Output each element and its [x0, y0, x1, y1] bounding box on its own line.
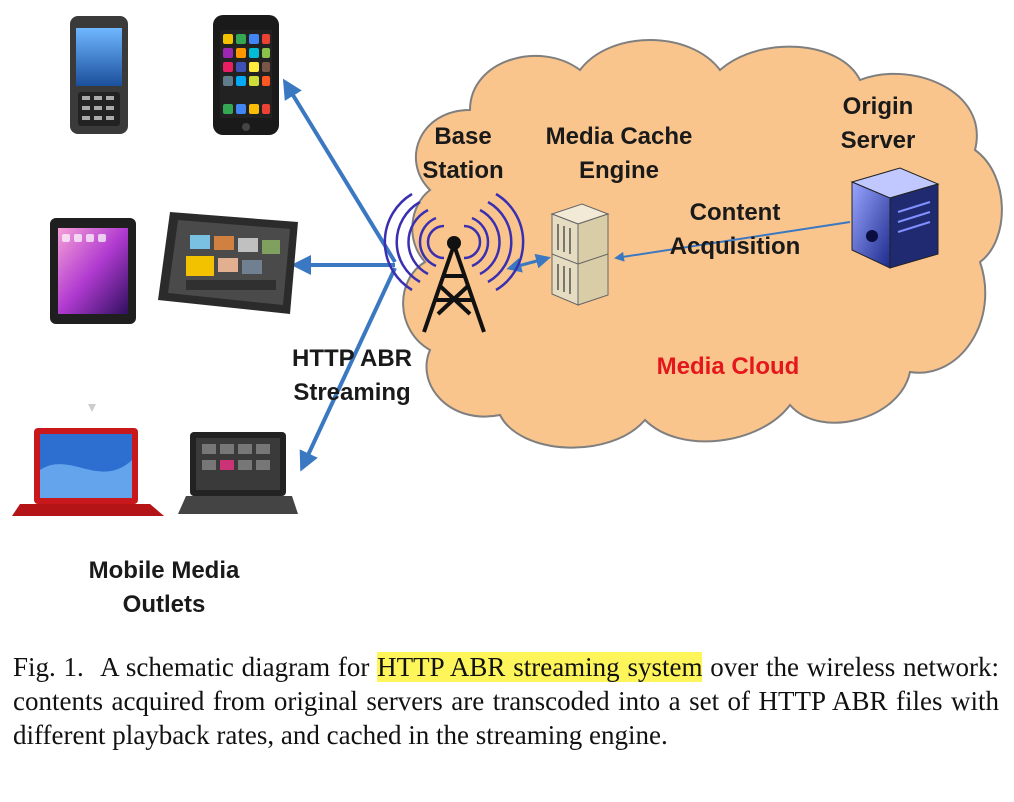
label-content-acquisition-2: Acquisition [670, 233, 801, 260]
cache-server-icon [550, 203, 610, 306]
smartphone-icon [70, 16, 128, 134]
label-media-cloud: Media Cloud [657, 353, 800, 380]
tablet-icon [158, 212, 298, 314]
ipad-icon [50, 218, 136, 324]
label-media-cache-2: Engine [579, 157, 659, 184]
abr-diagram: Base Station Media Cache Engine Origin S… [12, 15, 1003, 618]
label-origin-server-1: Origin [843, 93, 914, 120]
label-http-abr-1: HTTP ABR [292, 345, 412, 372]
label-base-station-2: Station [422, 157, 503, 184]
arrow-to-iphone [282, 78, 397, 264]
label-http-abr-2: Streaming [293, 379, 410, 406]
label-origin-server-2: Server [841, 127, 916, 154]
label-media-cache-1: Media Cache [546, 123, 693, 150]
caption-text-after: over the wireless network: contents acqu… [13, 652, 999, 750]
caption-figure-number: Fig. 1. [13, 652, 84, 682]
tower-cache-link [506, 253, 551, 273]
label-mobile-outlets-1: Mobile Media [89, 557, 240, 584]
content-acquisition-arrow [614, 221, 851, 262]
streaming-arrows [282, 78, 397, 472]
origin-server-icon [850, 167, 940, 269]
label-base-station-1: Base [434, 123, 491, 150]
figure-caption: Fig. 1. A schematic diagram for HTTP ABR… [13, 650, 999, 752]
red-laptop-icon [12, 404, 164, 516]
netbook-icon [178, 432, 298, 514]
cell-tower-icon [383, 192, 525, 333]
arrow-to-netbook [299, 267, 397, 472]
caption-text-before: A schematic diagram for [100, 652, 370, 682]
caption-highlight: HTTP ABR streaming system [377, 652, 703, 682]
iphone-icon [213, 15, 279, 135]
label-content-acquisition-1: Content [690, 199, 781, 226]
label-mobile-outlets-2: Outlets [123, 591, 206, 618]
